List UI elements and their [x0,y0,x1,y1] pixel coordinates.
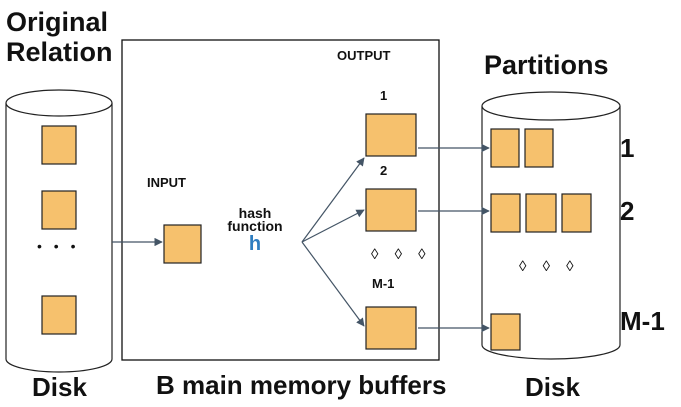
original-relation-title-line1: Original [6,7,109,37]
arrow-hash-to-output-m1 [301,241,365,327]
arrow-hash-to-output-2 [301,209,365,243]
output-buffer-m1-label: M-1 [372,276,395,291]
partition-1-label: 1 [620,133,635,163]
original-relation-title: Original Relation [6,7,113,67]
original-relation-disk [5,89,113,373]
original-relation-title-line2: Relation [6,37,113,67]
relation-page-2 [41,190,77,230]
partition-2-block-2 [525,193,557,233]
arrow-hash-to-output-1 [301,157,365,243]
output-buffer-1 [365,113,417,157]
hash-symbol: h [248,233,262,255]
hash-function-label: hash function h [214,205,296,255]
partition-2-block-3 [561,193,592,233]
partitions-ellipsis: ◊ ◊ ◊ [519,258,580,275]
relation-ellipsis: • • • [37,238,80,254]
output-buffer-m1 [365,306,417,350]
right-disk-label: Disk [525,372,580,402]
hash-label-line2: function [227,218,283,234]
memory-label: B main memory buffers [156,370,447,400]
partition-2-block-1 [490,193,521,233]
main-memory-box [121,39,440,361]
output-buffers-ellipsis: ◊ ◊ ◊ [371,246,432,263]
output-label: OUTPUT [337,48,391,63]
partition-m1-block-1 [490,313,521,351]
output-buffer-2 [365,188,417,232]
output-buffer-1-label: 1 [380,88,388,103]
partition-1-block-2 [524,128,554,168]
input-label: INPUT [147,175,186,190]
relation-page-3 [41,295,77,335]
left-disk-label: Disk [32,372,87,402]
partition-m1-label: M-1 [620,306,665,336]
partition-2-label: 2 [620,196,635,226]
partitions-title: Partitions [484,50,609,80]
hash-label-line1: hash [238,205,272,221]
partition-1-block-1 [490,128,520,168]
relation-page-1 [41,125,77,165]
input-buffer [163,224,202,264]
output-buffer-2-label: 2 [380,163,388,178]
